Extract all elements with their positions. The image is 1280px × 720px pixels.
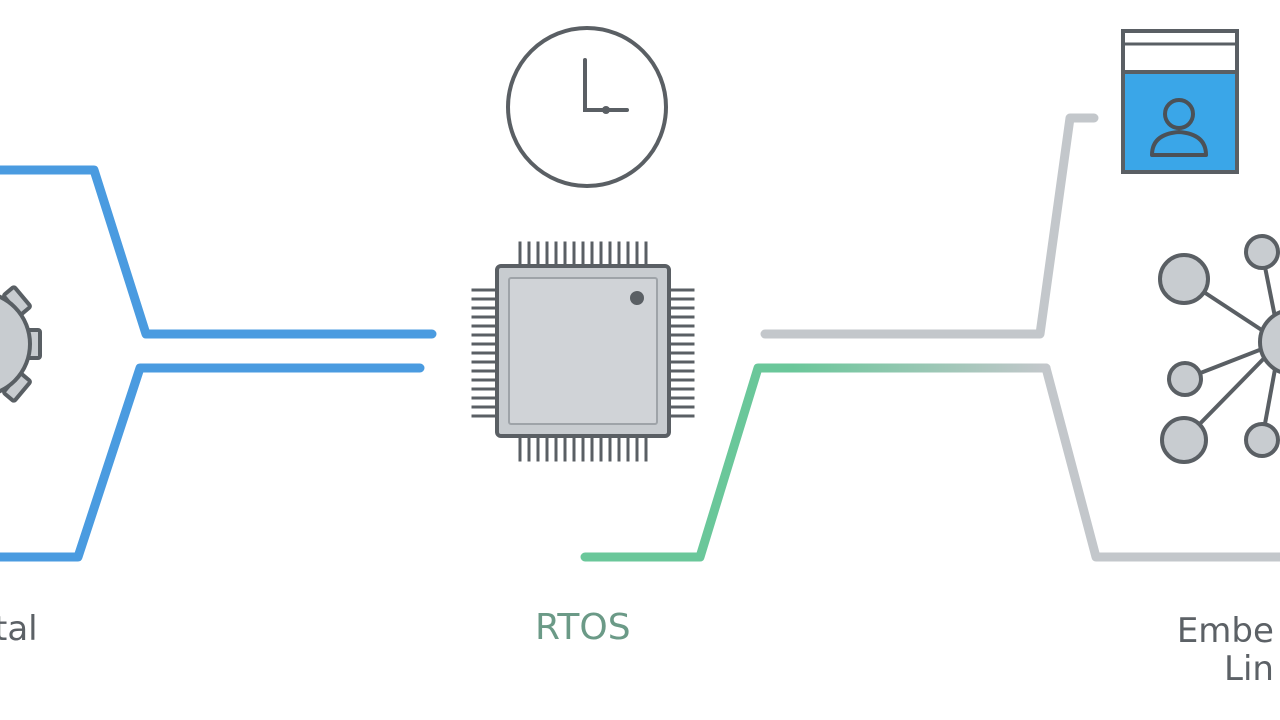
connector-blue-lower bbox=[0, 363, 425, 562]
connector-blue-upper bbox=[0, 165, 437, 339]
label-left-partial: tal bbox=[0, 609, 38, 649]
clock-icon bbox=[506, 26, 668, 188]
user-window-icon bbox=[1121, 29, 1239, 174]
microchip-icon bbox=[471, 241, 695, 462]
label-right-partial: Embe Lin bbox=[1172, 612, 1274, 688]
gear-icon bbox=[0, 285, 42, 403]
connector-gray-upper bbox=[760, 113, 1099, 339]
label-right-line1: Embe bbox=[1176, 611, 1274, 651]
connector-gradient-mid bbox=[580, 363, 1051, 562]
label-rtos: RTOS bbox=[535, 607, 631, 648]
network-hub-icon bbox=[1158, 234, 1280, 464]
connector-gray-lower bbox=[1041, 363, 1280, 562]
label-right-line2: Lin bbox=[1224, 649, 1274, 690]
